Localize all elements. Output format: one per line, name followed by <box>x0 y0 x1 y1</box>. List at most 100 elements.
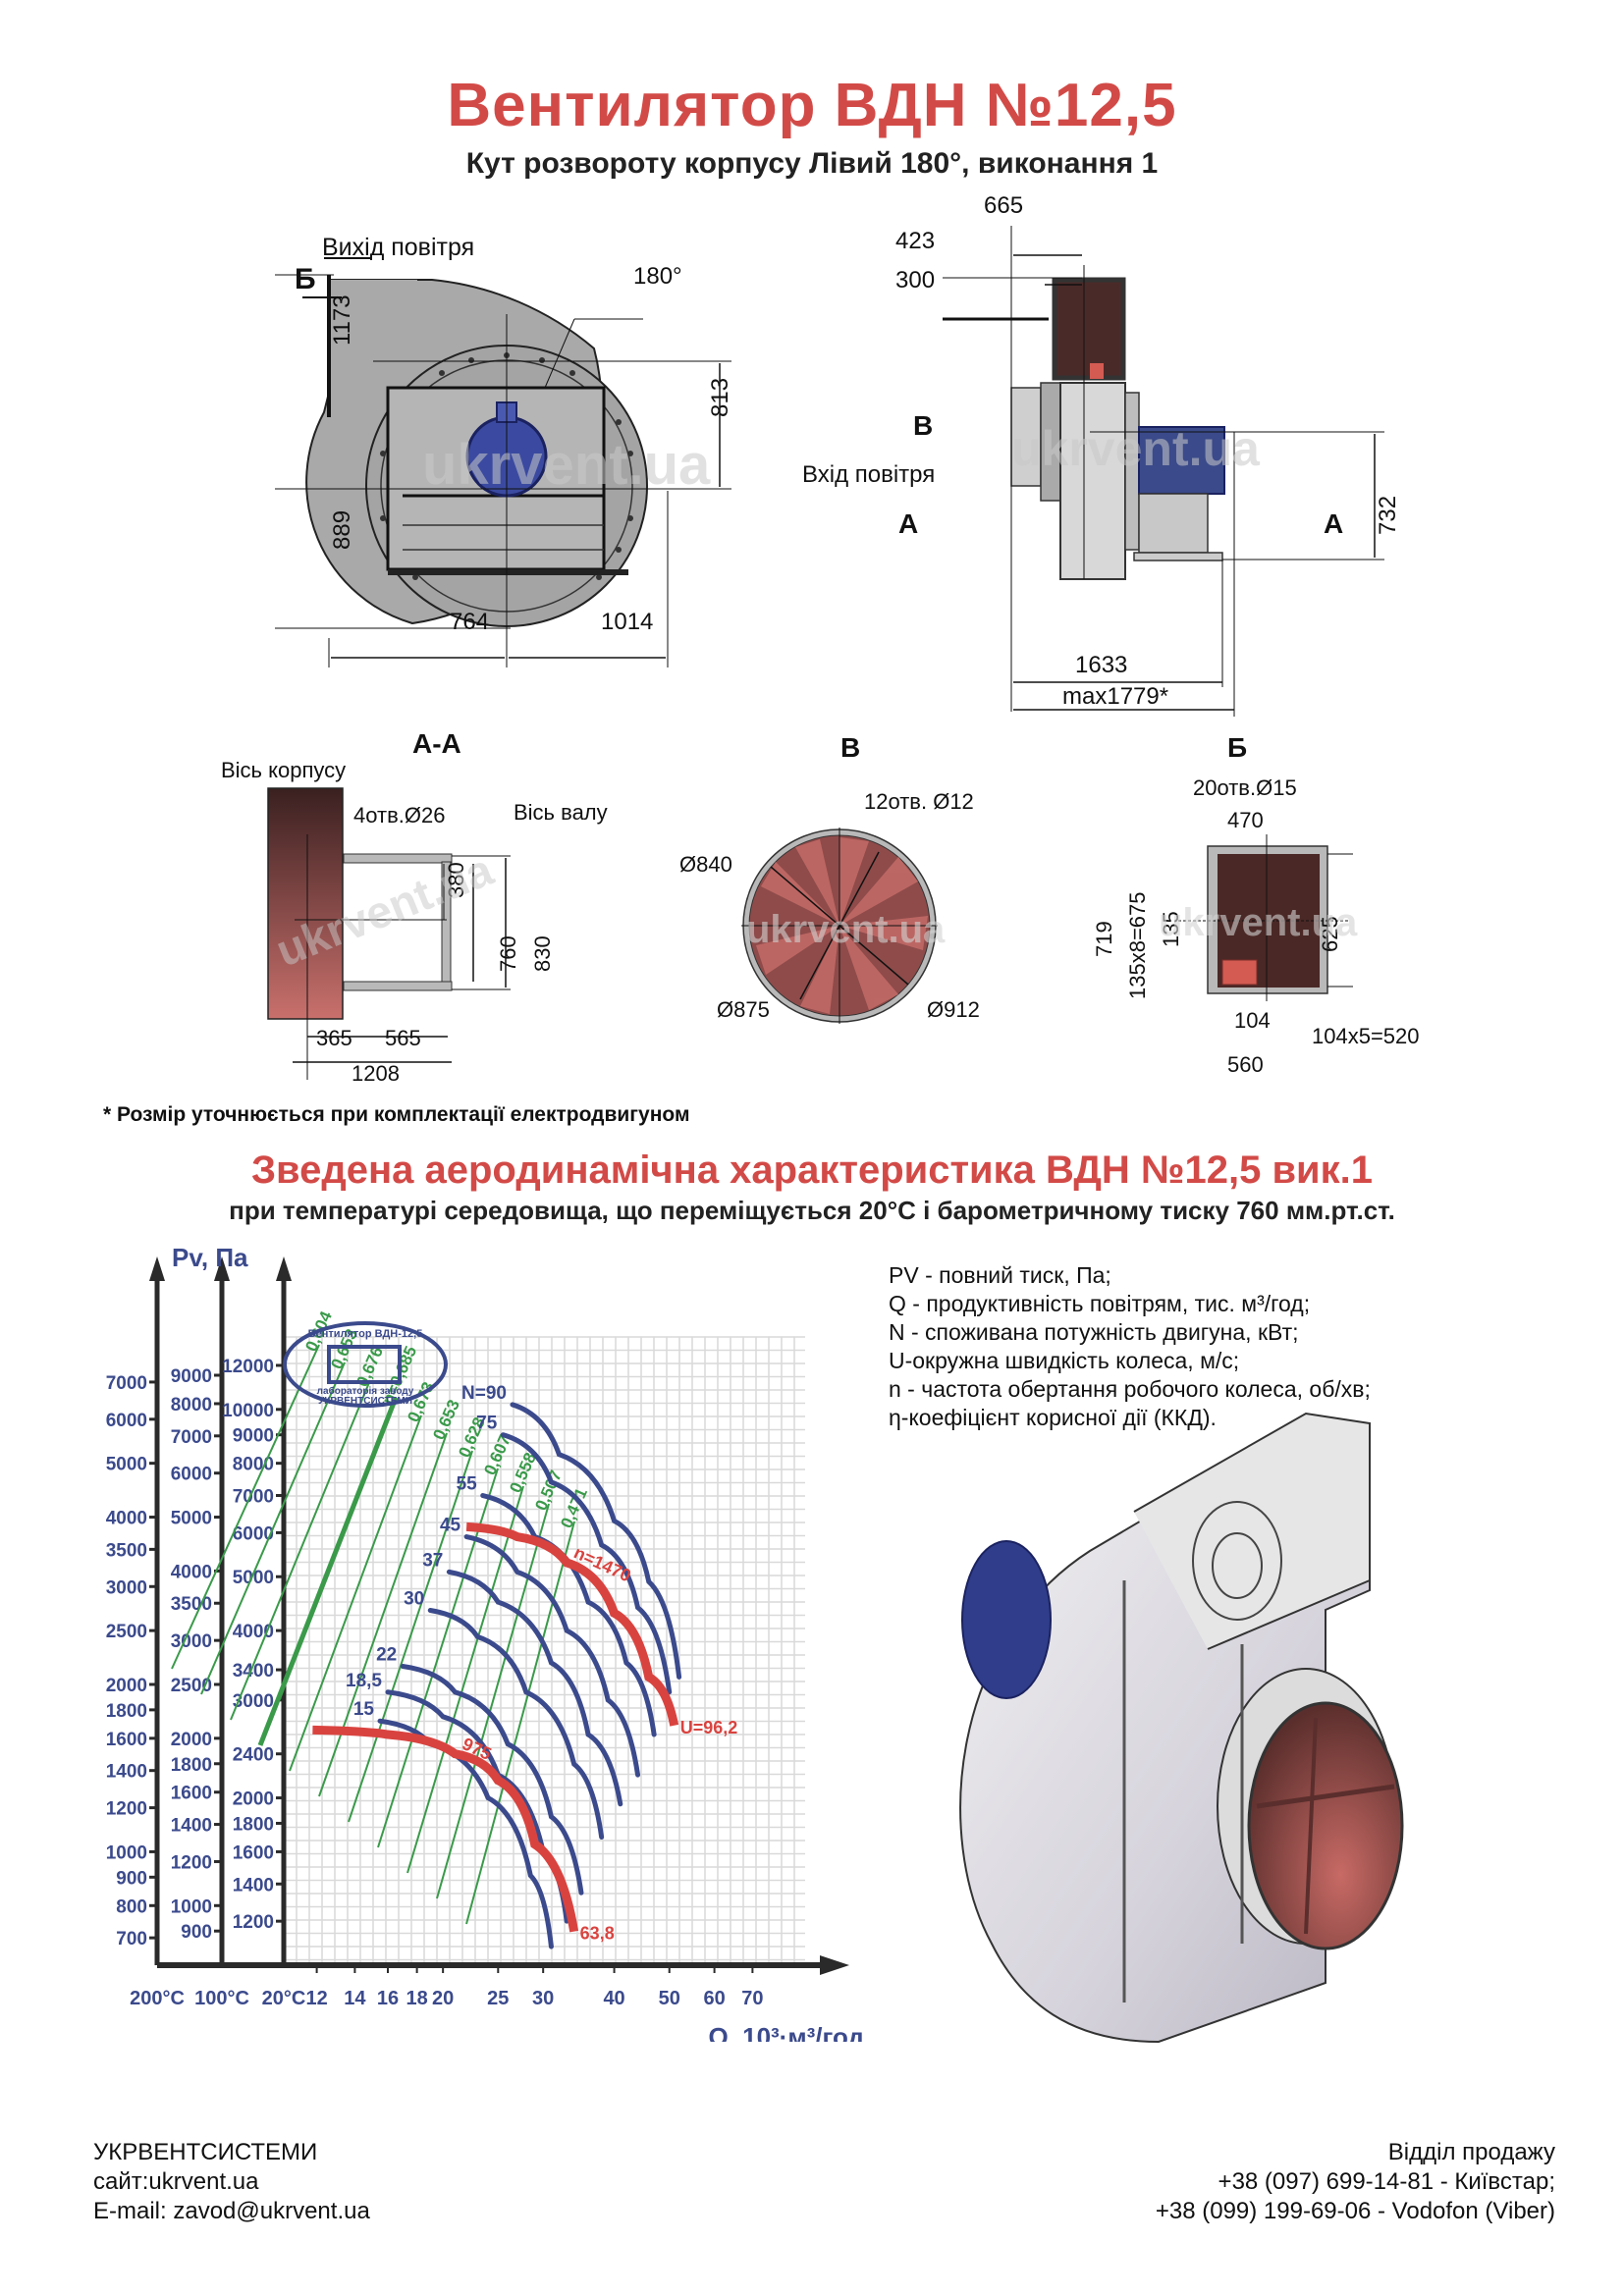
air-outlet-label: Вихід повітря <box>322 234 475 261</box>
efficiency-line <box>257 1397 399 1746</box>
y-tick-label: 4000 <box>106 1509 147 1529</box>
speed-curve-end-label: 63,8 <box>580 1924 615 1944</box>
y-axis-arrow-icon <box>276 1256 292 1281</box>
holes-12-d12: 12отв. Ø12 <box>864 789 974 814</box>
x-tick-label: 30 <box>532 1988 554 2009</box>
x-tick-label: 70 <box>741 1988 763 2009</box>
side-view-drawing <box>884 226 1404 736</box>
dim-470: 470 <box>1227 808 1264 832</box>
dim-813: 813 <box>707 377 733 417</box>
air-inlet-label: Вхід повітря <box>802 461 936 488</box>
dim-1173: 1173 <box>329 294 355 346</box>
y-tick-label: 1800 <box>106 1701 147 1722</box>
dim-1208: 1208 <box>352 1061 400 1086</box>
aero-chart-svg: 7000600050004000350030002500200018001600… <box>106 1243 865 2052</box>
y-tick-label: 5000 <box>171 1509 212 1529</box>
power-curve <box>500 1432 673 1695</box>
email-link[interactable]: E-mail: zavod@ukrvent.ua <box>93 2198 370 2224</box>
phone-vodafone[interactable]: +38 (099) 199-69-06 - Vodofon (Viber) <box>1155 2198 1555 2224</box>
y-tick-label: 2500 <box>106 1622 147 1642</box>
dim-1014: 1014 <box>601 609 654 635</box>
footer-contacts: УКРВЕНТСИСТЕМИ сайт:ukrvent.ua E-mail: z… <box>93 2138 370 2226</box>
efficiency-line <box>200 1362 346 1695</box>
y-tick-label: 1800 <box>171 1755 212 1776</box>
dim-1633: 1633 <box>1075 652 1128 678</box>
power-curve <box>480 1493 657 1737</box>
section-mark-a-right: А <box>1324 508 1344 539</box>
sales-dept-label: Відділ продажу <box>1387 2139 1555 2165</box>
temperature-axis-label: 100°C <box>194 1988 249 2009</box>
dim-d840: Ø840 <box>679 852 732 877</box>
power-curve-label: 30 <box>404 1588 424 1609</box>
power-curve-label: 37 <box>422 1550 443 1571</box>
legend-item-n: N - споживана потужність двигуна, кВт; <box>889 1319 1299 1345</box>
legend-item-q: Q - продуктивність повітрям, тис. м³/год… <box>889 1291 1311 1316</box>
power-curve <box>427 1607 605 1841</box>
dim-104x5-520: 104x5=520 <box>1312 1024 1420 1048</box>
speed-curve-end-label: U=96,2 <box>680 1718 738 1737</box>
legend-item-eta: η-коефіцієнт корисної дії (ККД). <box>889 1405 1217 1430</box>
x-tick-label: 16 <box>377 1988 399 2009</box>
view-b-svg <box>741 828 938 1024</box>
y-tick-label: 1600 <box>106 1730 147 1750</box>
efficiency-line <box>230 1379 371 1721</box>
y-tick-label: 8000 <box>171 1395 212 1415</box>
y-tick-label: 9000 <box>233 1426 274 1447</box>
stamp-text-top: Вентилятор ВДН-12,5 <box>308 1328 423 1340</box>
front-view-svg <box>236 274 731 677</box>
chart-legend: PV - повний тиск, Па; Q - продуктивність… <box>889 1261 1371 1432</box>
y-tick-label: 1200 <box>233 1912 274 1933</box>
holes-20-d15: 20отв.Ø15 <box>1193 775 1297 800</box>
y-tick-label: 3500 <box>106 1540 147 1561</box>
y-tick-label: 2000 <box>233 1789 274 1810</box>
view-be-svg <box>1178 834 1353 1001</box>
y-tick-label: 700 <box>116 1929 147 1949</box>
front-view-drawing <box>236 226 736 677</box>
dim-104: 104 <box>1234 1008 1271 1033</box>
power-curve <box>446 1569 623 1807</box>
watermark: ukrvent.ua <box>1159 901 1358 944</box>
site-link[interactable]: сайт:ukrvent.ua <box>93 2168 259 2195</box>
dim-830: 830 <box>530 935 555 972</box>
watermark: ukrvent.ua <box>746 908 946 951</box>
y-tick-label: 1400 <box>233 1875 274 1896</box>
y-tick-label: 800 <box>116 1896 147 1917</box>
y-tick-label: 1400 <box>171 1816 212 1837</box>
view-be-drawing <box>1178 834 1355 1001</box>
y-tick-label: 3000 <box>106 1577 147 1598</box>
dim-135x8-675: 135x8=675 <box>1125 891 1150 1000</box>
power-curve-label: N=90 <box>461 1383 507 1404</box>
shaft-axis-label: Вісь валу <box>514 800 608 825</box>
stamp-text-bottom1: лабораторія заводу <box>317 1385 414 1397</box>
air-outlet-arrow <box>324 257 371 259</box>
y-tick-label: 6000 <box>233 1523 274 1544</box>
footer-sales: Відділ продажу +38 (097) 699-14-81 - Киї… <box>1156 2138 1555 2226</box>
speed-curve <box>312 1725 579 1933</box>
y-tick-label: 4000 <box>171 1562 212 1582</box>
view-be-title: Б <box>1227 732 1248 763</box>
dim-560: 560 <box>1227 1052 1264 1077</box>
y-tick-label: 9000 <box>171 1366 212 1387</box>
section-mark-b-cyr: Б <box>295 263 316 295</box>
body-axis-label: Вісь корпусу <box>221 758 347 782</box>
section-mark-a-left: А <box>898 508 919 539</box>
y-tick-label: 900 <box>116 1868 147 1889</box>
watermark: ukrvent.ua <box>1011 421 1260 476</box>
dim-423: 423 <box>895 228 936 254</box>
y-tick-label: 1000 <box>106 1842 147 1863</box>
efficiency-line <box>348 1450 473 1823</box>
view-mark-v: В <box>913 410 934 441</box>
temperature-axis-label: 20°C <box>262 1988 306 2009</box>
y-tick-label: 1000 <box>171 1896 212 1917</box>
y-axis-title: Pv, Па <box>172 1243 248 1272</box>
power-curve-label: 22 <box>376 1644 397 1665</box>
dim-d912: Ø912 <box>927 997 980 1022</box>
section-b-arrow <box>302 296 342 298</box>
power-curve-label: 15 <box>353 1699 375 1720</box>
legend-item-rpm: n - частота обертання робочого колеса, о… <box>889 1376 1371 1402</box>
x-tick-label: 60 <box>703 1988 725 2009</box>
y-tick-label: 1200 <box>171 1852 212 1873</box>
company-name: УКРВЕНТСИСТЕМИ <box>93 2139 318 2165</box>
phone-kyivstar[interactable]: +38 (097) 699-14-81 - Київстар; <box>1218 2168 1555 2195</box>
